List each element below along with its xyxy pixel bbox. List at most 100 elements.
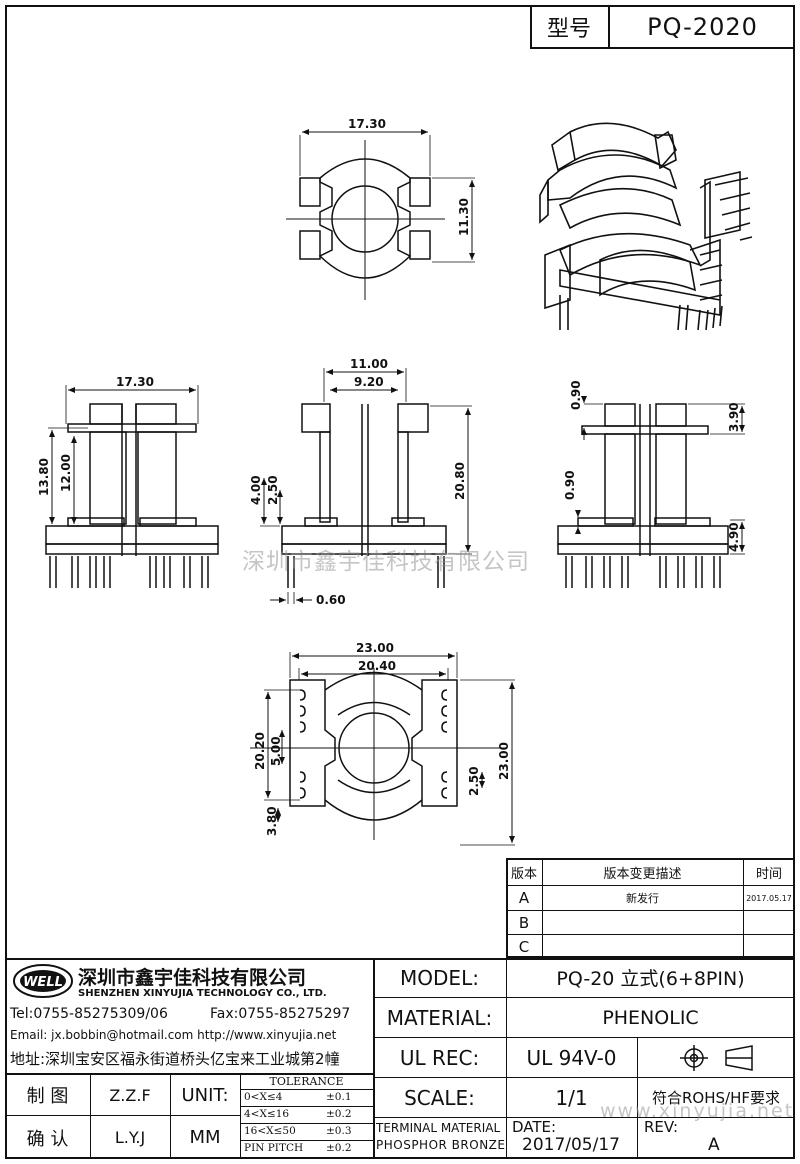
unit-label: UNIT:: [181, 1084, 229, 1106]
dim-right-b: 3.90: [727, 402, 741, 432]
dim-front-width: 17.30: [116, 375, 154, 389]
rev-col-1: [542, 858, 543, 958]
compliance-note: 符合ROHS/HF要求: [652, 1089, 780, 1107]
rev-row-b-version: B: [518, 913, 530, 932]
bottom-view: [250, 652, 515, 846]
tol-range-3: PIN PITCH: [244, 1142, 304, 1154]
rev-label: REV:: [644, 1118, 678, 1136]
tb-split-main: [373, 958, 375, 1159]
company-logo: WELL: [12, 963, 74, 999]
dim-bottom-w1: 23.00: [356, 641, 394, 655]
side-view: [260, 368, 472, 604]
company-name-en: SHENZHEN XINYUJIA TECHNOLOGY CO., LTD.: [78, 988, 327, 999]
material-value: PHENOLIC: [602, 1006, 699, 1029]
tb-r-col-2: [637, 1037, 638, 1159]
isometric-view: [539, 122, 753, 331]
tol-line-2: [240, 1123, 373, 1124]
ulrec-value: UL 94V-0: [526, 1045, 617, 1070]
watermark-corner: www.xinyujia.net: [600, 1100, 795, 1122]
dim-top-height: 11.30: [457, 198, 471, 236]
dim-front-h2: 12.00: [59, 454, 73, 492]
model-value: PQ-20 立式(6+8PIN): [556, 968, 745, 990]
drawn-label: 制 图: [26, 1086, 69, 1107]
date-label: DATE:: [512, 1118, 557, 1136]
tol-range-2: 16<X≤50: [244, 1125, 296, 1137]
ulrec-label: UL REC:: [399, 1045, 480, 1070]
dim-bottom-h3: 23.00: [497, 742, 511, 780]
tb-r-line-2: [373, 1037, 795, 1038]
model-label: MODEL:: [400, 965, 479, 990]
tol-line-1: [240, 1106, 373, 1107]
rev-row-a-time: 2017.05.17: [746, 893, 792, 903]
dim-right-c: 0.90: [563, 470, 577, 500]
tb-r-line-3: [373, 1077, 795, 1078]
terminal-material-label: TERMINAL MATERIAL: [376, 1121, 501, 1135]
drawn-by: Z.Z.F: [109, 1085, 151, 1105]
company-fax: Fax:0755-85275297: [210, 1006, 351, 1022]
dim-side-h1: 4.00: [249, 475, 263, 505]
header-model-label: 型号: [530, 5, 610, 49]
rev-col-2: [743, 858, 744, 958]
header-model-value: PQ-2020: [647, 13, 758, 41]
rev-divider-1: [506, 885, 795, 886]
unit-value: MM: [189, 1127, 221, 1148]
front-view: [45, 385, 219, 588]
tolerance-title: TOLERANCE: [269, 1075, 344, 1088]
tol-line-0: [240, 1089, 373, 1090]
rev-divider-2: [506, 910, 795, 911]
right-view: [557, 396, 745, 588]
company-address: 地址:深圳宝安区福永街道桥头亿宝来工业城第2幢: [10, 1050, 340, 1068]
title-block: [5, 958, 795, 1159]
tb-right-col: [506, 958, 507, 1159]
rev-divider-3: [506, 934, 795, 935]
projection-symbol: [660, 1042, 770, 1074]
dim-bottom-h2: 5.00: [269, 736, 283, 766]
dim-bottom-h1: 20.20: [253, 732, 267, 770]
company-tel: Tel:0755-85275309/06: [10, 1006, 168, 1022]
dim-side-pin: 0.60: [316, 593, 346, 607]
tol-value-2: ±0.3: [326, 1125, 352, 1137]
tb-row-split: [5, 1115, 240, 1116]
dim-side-h: 20.80: [453, 462, 467, 500]
dim-right-d: 4.90: [727, 522, 741, 552]
tol-value-3: ±0.2: [326, 1142, 352, 1154]
company-name-cn: 深圳市鑫宇佳科技有限公司: [78, 967, 307, 989]
rev-value: A: [708, 1135, 720, 1155]
tol-line-3: [240, 1140, 373, 1141]
rev-row-c-version: C: [518, 937, 530, 956]
tb-left-split: [5, 1073, 373, 1075]
tb-r-line-4: [373, 1117, 795, 1118]
logo-text: WELL: [23, 975, 63, 990]
tol-range-0: 0<X≤4: [244, 1091, 283, 1103]
dim-side-w2: 9.20: [354, 375, 384, 389]
material-label: MATERIAL:: [386, 1005, 493, 1030]
technical-drawing: 17.30 11.30 17.30 13.80 12.00 11.00 9.20…: [37, 117, 753, 846]
rev-header-time: 时间: [755, 867, 782, 882]
tb-r-line-1: [373, 997, 795, 998]
rev-header-desc: 版本变更描述: [603, 867, 682, 882]
terminal-material-value: PHOSPHOR BRONZE: [376, 1138, 506, 1152]
dim-bottom-h4: 2.50: [467, 766, 481, 796]
dim-bottom-h5: 3.80: [265, 806, 279, 836]
dim-bottom-w2: 20.40: [358, 659, 396, 673]
rev-header-version: 版本: [510, 867, 537, 882]
dim-side-h2: 2.50: [266, 475, 280, 505]
dim-side-w1: 11.00: [350, 357, 388, 371]
watermark-center: 深圳市鑫宇佳科技有限公司: [242, 549, 530, 575]
tol-value-0: ±0.1: [326, 1091, 352, 1103]
scale-value: 1/1: [555, 1085, 588, 1110]
scale-label: SCALE:: [404, 1085, 475, 1110]
check-label: 确 认: [26, 1128, 69, 1150]
dim-front-h1: 13.80: [37, 458, 51, 496]
tb-col-2: [170, 1073, 171, 1159]
rev-row-a-version: A: [518, 889, 530, 907]
header-model-box: [530, 5, 795, 49]
truncated-cone-icon: [725, 1045, 753, 1071]
top-view: [286, 129, 475, 300]
tol-range-1: 4<X≤16: [244, 1108, 290, 1120]
crosshair-icon: [680, 1045, 708, 1071]
tb-col-1: [90, 1073, 91, 1159]
tb-col-3: [240, 1073, 241, 1159]
company-email: Email: jx.bobbin@hotmail.com http://www.…: [10, 1028, 337, 1042]
rev-row-a-desc: 新发行: [626, 892, 659, 905]
